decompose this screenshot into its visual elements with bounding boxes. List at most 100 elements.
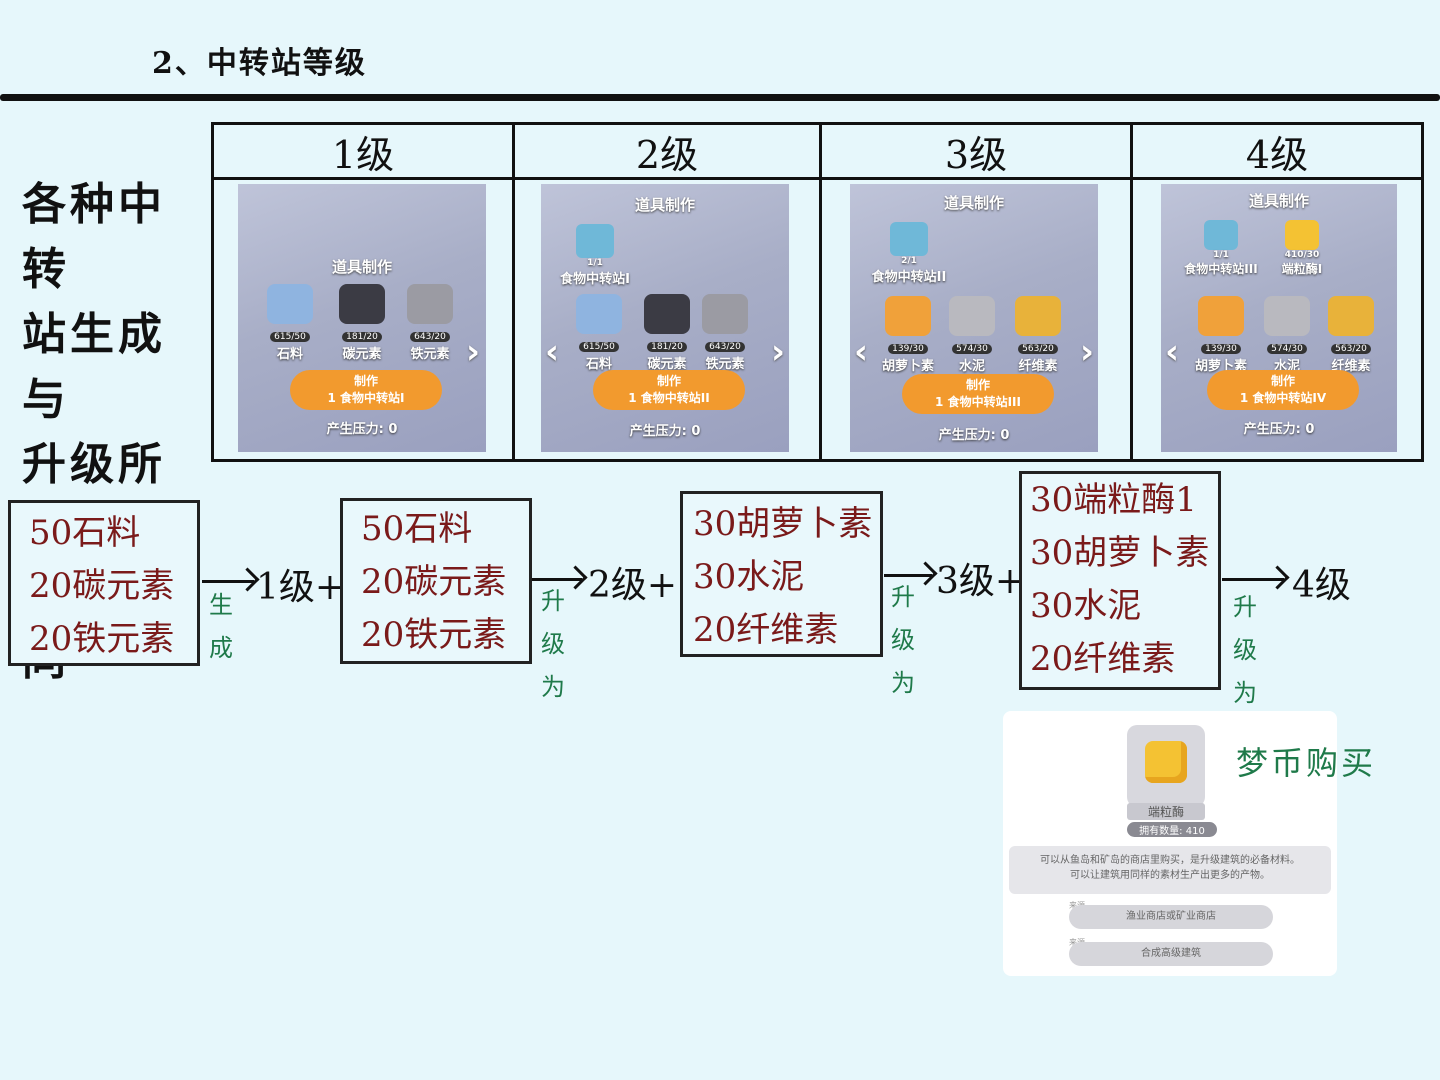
arrow [884, 574, 932, 577]
material-name: 碳元素 [647, 357, 687, 372]
buy-note: 梦币购买 [1236, 744, 1377, 782]
make-button[interactable]: 制作 1 食物中转站III [902, 374, 1054, 414]
material-item: 181/20 碳元素 [639, 294, 695, 372]
station-icon [890, 222, 928, 256]
recipe-line: 20铁元素 [29, 619, 175, 659]
desc-line: 可以从鱼岛和矿岛的商店里购买，是升级建筑的必备材料。 [1040, 855, 1300, 866]
screenshot-level-2: 道具制作 1/1 食物中转站I 615/50 石料 181/20 碳元素 643… [541, 184, 789, 452]
make-product: 1 食物中转站IV [1239, 391, 1327, 405]
make-button[interactable]: 制作 1 食物中转站II [593, 370, 745, 410]
recipe-line: 20碳元素 [29, 566, 175, 606]
material-item: 563/20 纤维素 [1323, 296, 1379, 374]
side-note-line: 站生成与 [22, 309, 166, 425]
level-header-3: 3级 [822, 125, 1130, 180]
material-item: 615/50 石料 [262, 284, 318, 362]
material-count: 643/20 [705, 342, 745, 352]
recipe-line: 30水泥 [693, 557, 805, 597]
flow-level: 4级 [1292, 565, 1351, 606]
screenshot-level-3: 道具制作 2/1 食物中转站II 139/30 胡萝卜素 574/30 水泥 5… [850, 184, 1098, 452]
enzyme-tile [1127, 725, 1205, 807]
iron-icon [407, 284, 453, 324]
enzyme-icon [1285, 220, 1319, 250]
side-note-line: 各种中转 [22, 179, 166, 295]
carbon-icon [339, 284, 385, 324]
material-count: 139/30 [888, 344, 928, 354]
stone-icon [267, 284, 313, 324]
pressure-text: 产生压力: 0 [1243, 422, 1315, 437]
material-count: 574/30 [1267, 344, 1307, 354]
screenshot-level-1: 道具制作 615/50 石料 181/20 碳元素 643/20 铁元素 › 制… [238, 184, 486, 452]
carrot-icon [1198, 296, 1244, 336]
make-label: 制作 [1270, 374, 1295, 388]
upgrade-label: 升级为 [541, 587, 565, 701]
enzyme-icon [1145, 741, 1187, 783]
stone-icon [576, 294, 622, 334]
recipe-line: 20纤维素 [693, 610, 839, 650]
recipe-line: 30胡萝卜素 [693, 504, 873, 544]
panel-title: 道具制作 [943, 194, 1004, 212]
material-name: 碳元素 [342, 347, 382, 362]
pressure-text: 产生压力: 0 [326, 422, 398, 437]
make-label: 制作 [353, 374, 378, 388]
make-label: 制作 [965, 378, 990, 392]
section-heading: 2、中转站等级 [152, 46, 367, 81]
material-count: 563/20 [1018, 344, 1058, 354]
material-item: 574/30 水泥 [944, 296, 1000, 374]
shop-panel: 端粒酶 拥有数量: 410 可以从鱼岛和矿岛的商店里购买，是升级建筑的必备材料。… [1003, 711, 1337, 976]
recipe-box-generate: 50石料 20碳元素 20铁元素 [8, 500, 200, 666]
recipe-line: 30水泥 [1030, 586, 1142, 626]
material-name: 铁元素 [410, 347, 450, 362]
material-name: 石料 [276, 347, 303, 362]
chevron-right-icon[interactable]: › [1079, 332, 1094, 372]
material-count: 574/30 [952, 344, 992, 354]
chevron-right-icon[interactable]: › [770, 332, 785, 372]
item-name: 端粒酶 [1127, 803, 1205, 820]
make-product: 1 食物中转站II [628, 391, 710, 405]
station-icon [576, 224, 614, 258]
recipe-box-level-4: 30端粒酶1 30胡萝卜素 30水泥 20纤维素 [1019, 471, 1221, 690]
chevron-left-icon[interactable]: ‹ [545, 332, 560, 372]
recipe-box-level-3: 30胡萝卜素 30水泥 20纤维素 [680, 491, 883, 657]
chevron-right-icon[interactable]: › [465, 332, 480, 372]
make-button[interactable]: 制作 1 食物中转站IV [1207, 370, 1359, 410]
source-button-synthesis[interactable]: 合成高级建筑 [1069, 942, 1273, 966]
flow-level: 3级+ [936, 561, 1026, 602]
make-product: 1 食物中转站I [327, 391, 405, 405]
recipe-line: 30端粒酶1 [1030, 480, 1197, 520]
material-count: 615/50 [270, 332, 310, 342]
material-item: 563/20 纤维素 [1010, 296, 1066, 374]
flow-level: 2级+ [588, 565, 678, 606]
recipe-line: 20纤维素 [1030, 639, 1176, 679]
chevron-left-icon[interactable]: ‹ [1165, 332, 1180, 372]
station-count: 1/1 [587, 258, 603, 268]
material-name: 纤维素 [1018, 359, 1058, 374]
arrow [1222, 578, 1284, 581]
material-item: 181/20 碳元素 [334, 284, 390, 362]
station-item: 1/1 食物中转站III [1175, 220, 1267, 277]
panel-title: 道具制作 [634, 196, 695, 214]
enzyme-name: 端粒酶I [1281, 262, 1323, 276]
chevron-left-icon[interactable]: ‹ [854, 332, 869, 372]
owned-count: 拥有数量: 410 [1127, 822, 1217, 837]
carrot-icon [885, 296, 931, 336]
screenshot-level-4: 道具制作 1/1 食物中转站III 410/30 端粒酶I 139/30 胡萝卜… [1161, 184, 1397, 452]
source-button-shop[interactable]: 渔业商店或矿业商店 [1069, 905, 1273, 929]
station-icon [1204, 220, 1238, 250]
material-item: 139/30 胡萝卜素 [880, 296, 936, 374]
material-count: 181/20 [342, 332, 382, 342]
enzyme-item: 410/30 端粒酶I [1267, 220, 1337, 277]
table-divider [512, 125, 515, 459]
material-item: 615/50 石料 [571, 294, 627, 372]
panel-title: 道具制作 [331, 258, 392, 276]
station-count: 1/1 [1213, 250, 1229, 260]
material-count: 181/20 [647, 342, 687, 352]
make-button[interactable]: 制作 1 食物中转站I [290, 370, 442, 410]
cement-icon [949, 296, 995, 336]
station-count: 2/1 [901, 256, 917, 266]
make-product: 1 食物中转站III [935, 395, 1021, 409]
fiber-icon [1328, 296, 1374, 336]
material-count: 139/30 [1201, 344, 1241, 354]
material-name: 石料 [585, 357, 612, 372]
table-divider [1130, 125, 1133, 459]
recipe-line: 30胡萝卜素 [1030, 533, 1210, 573]
